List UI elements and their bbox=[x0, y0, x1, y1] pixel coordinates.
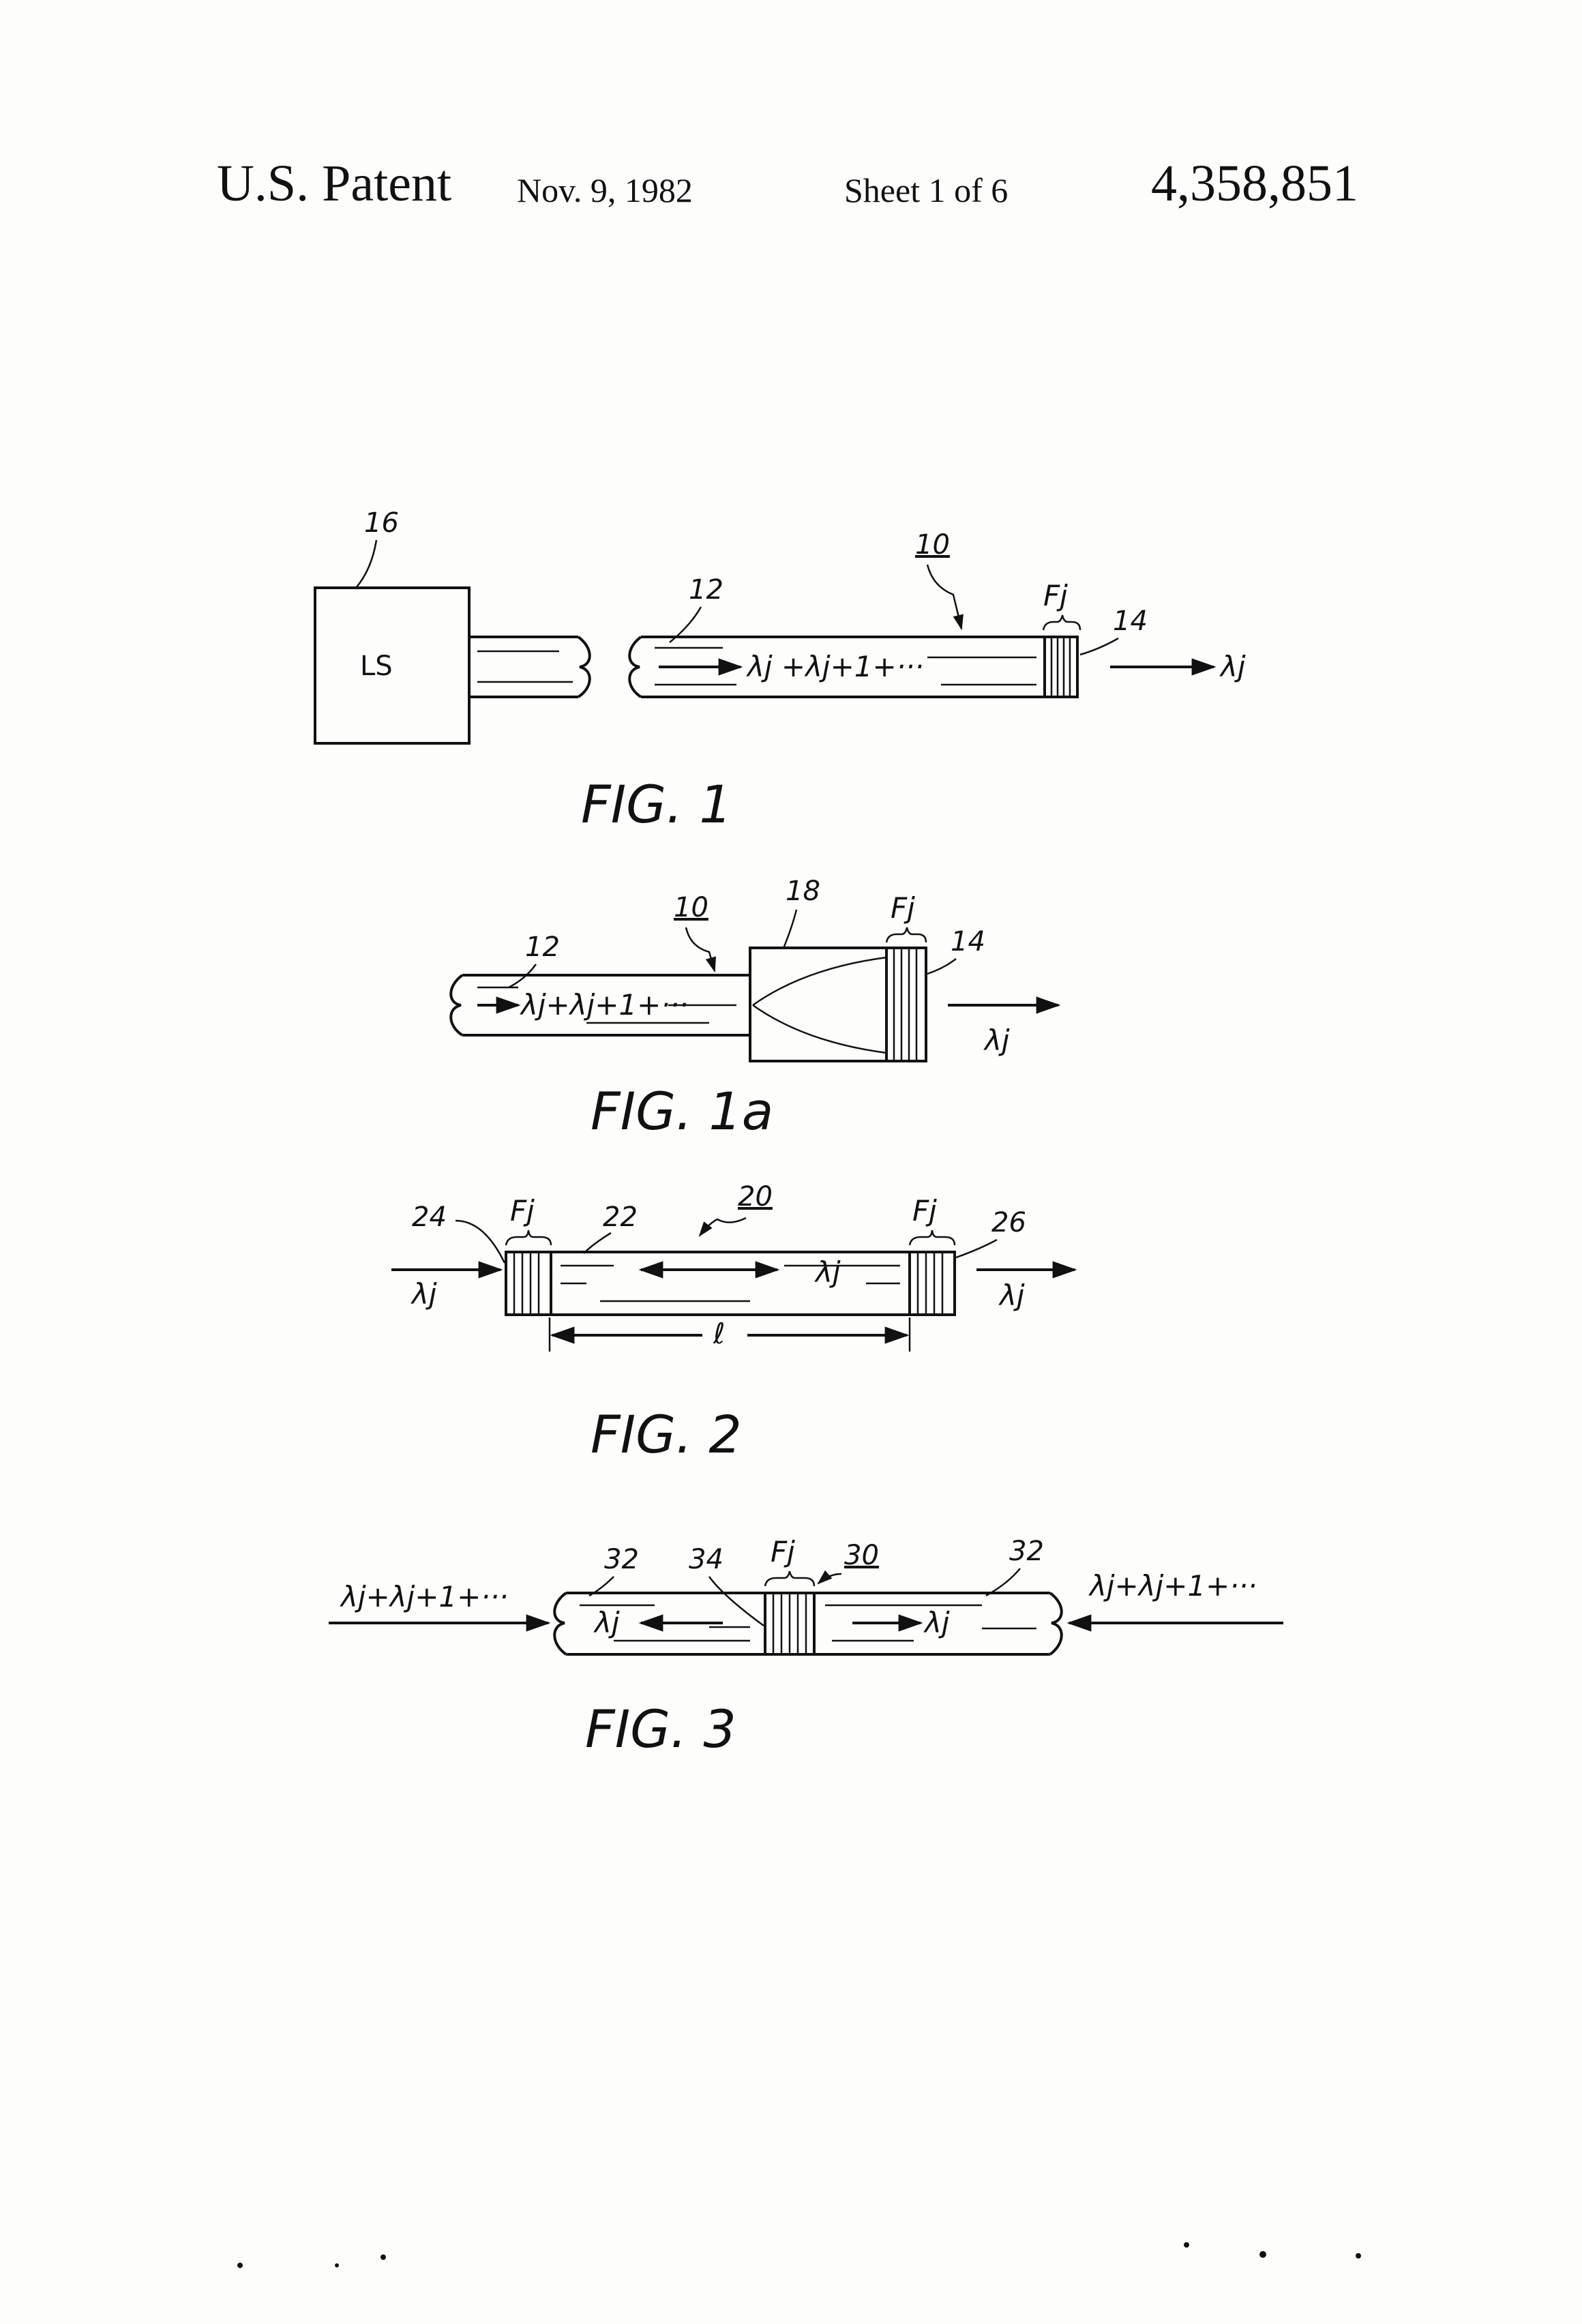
fig1a-ref-10-label: 10 bbox=[674, 892, 708, 923]
fig2-right-filter-label: Fj bbox=[912, 1194, 937, 1227]
fig2-length-label: ℓ bbox=[713, 1317, 725, 1350]
fig3-input-left-signal: λj+λj+1+··· bbox=[340, 1580, 508, 1613]
fig2-ref-26-label: 26 bbox=[991, 1207, 1026, 1238]
fig1a-filter-14 bbox=[886, 948, 926, 1061]
fig1a: Fj 12 10 18 14 λj+λj+1+··· λj FIG. 1a bbox=[451, 876, 1058, 1142]
fig1-filter-14 bbox=[1045, 637, 1077, 697]
fig1a-ref-14-leader bbox=[927, 959, 956, 974]
fig2-ref-24-leader bbox=[456, 1221, 505, 1263]
fig1a-caption: FIG. 1a bbox=[591, 1081, 773, 1142]
scan-specks bbox=[237, 2242, 1361, 2268]
ref-16-label: 16 bbox=[364, 507, 399, 539]
fig2-left-filter-brace bbox=[506, 1230, 551, 1245]
fig2: Fj Fj 24 22 20 26 λj λj λj bbox=[391, 1181, 1075, 1465]
fig2-input-signal: λj bbox=[411, 1277, 437, 1311]
fig1a-input-signal: λj+λj+1+··· bbox=[520, 988, 688, 1022]
fig1a-ref-18-label: 18 bbox=[786, 876, 820, 907]
fig2-fiber-22 bbox=[551, 1252, 910, 1315]
fig1a-ref-12-label: 12 bbox=[525, 932, 560, 963]
fig3-caption: FIG. 3 bbox=[585, 1699, 736, 1759]
fig1a-filter-brace bbox=[886, 927, 926, 942]
fig3-reflect-left-signal: λj bbox=[593, 1606, 620, 1639]
fig3-input-right-signal: λj+λj+1+··· bbox=[1088, 1569, 1257, 1603]
fig3-ref-32-right-label: 32 bbox=[1009, 1536, 1044, 1567]
fig1a-ref-10-leader bbox=[686, 927, 715, 971]
fig1-fiber-stub bbox=[469, 637, 590, 697]
fig1-filter-label: Fj bbox=[1043, 579, 1068, 612]
fig2-ref-26-leader bbox=[956, 1240, 997, 1257]
fig1-ref-14-label: 14 bbox=[1113, 606, 1148, 637]
fig2-caption: FIG. 2 bbox=[591, 1404, 742, 1465]
fig1a-filter-label: Fj bbox=[891, 891, 915, 925]
fig2-ref-20-label: 20 bbox=[738, 1181, 773, 1212]
fig1a-ref-18-leader bbox=[784, 910, 796, 947]
fig3: Fj 32 34 30 32 λj λj λj+λj+1+··· λj+λj+1… bbox=[329, 1535, 1283, 1759]
fig1a-lens-18 bbox=[750, 948, 886, 1061]
fig1-caption: FIG. 1 bbox=[581, 774, 732, 835]
fig1a-ref-14-label: 14 bbox=[951, 926, 985, 957]
fig3-reflect-right-signal: λj bbox=[923, 1606, 950, 1639]
fig1-input-signal: λj +λj+1+··· bbox=[746, 650, 924, 683]
fig3-ref-30-leader bbox=[818, 1574, 841, 1583]
ref-16-leader bbox=[356, 540, 376, 588]
fig3-filter-brace bbox=[765, 1571, 814, 1586]
fig3-ref-32-left-label: 32 bbox=[604, 1544, 639, 1575]
fig3-ref-30-label: 30 bbox=[844, 1540, 879, 1571]
fig2-ref-22-label: 22 bbox=[603, 1202, 638, 1233]
fig1-ref-10-label: 10 bbox=[915, 529, 950, 561]
fig2-right-filter-brace bbox=[910, 1230, 955, 1245]
fig2-ref-20-leader bbox=[700, 1218, 746, 1236]
fig1-ref-12-label: 12 bbox=[689, 574, 723, 606]
light-source-label: LS bbox=[360, 651, 393, 682]
fig2-cavity-signal: λj bbox=[814, 1255, 841, 1289]
fig1-filter-brace bbox=[1043, 615, 1080, 630]
fig2-length-dimension bbox=[550, 1317, 910, 1352]
fig2-ref-24-label: 24 bbox=[412, 1202, 447, 1233]
fig3-ref-34-label: 34 bbox=[689, 1544, 723, 1575]
fig3-filter-label: Fj bbox=[771, 1535, 795, 1568]
fig3-filter-34 bbox=[765, 1593, 814, 1654]
fig1a-output-signal: λj bbox=[983, 1024, 1010, 1057]
fig1: LS 16 bbox=[315, 507, 1246, 835]
fig2-ref-22-leader bbox=[584, 1233, 611, 1253]
fig2-output-signal: λj bbox=[998, 1279, 1025, 1312]
fig1-ref-14-leader bbox=[1080, 638, 1118, 655]
fig3-ref-34-leader bbox=[709, 1577, 764, 1626]
fig2-filter-26 bbox=[910, 1252, 955, 1315]
fig2-filter-24 bbox=[506, 1252, 551, 1315]
fig1-output-signal: λj bbox=[1219, 650, 1246, 683]
fig2-left-filter-label: Fj bbox=[510, 1194, 535, 1227]
fig1-ref-10-leader bbox=[927, 565, 961, 629]
